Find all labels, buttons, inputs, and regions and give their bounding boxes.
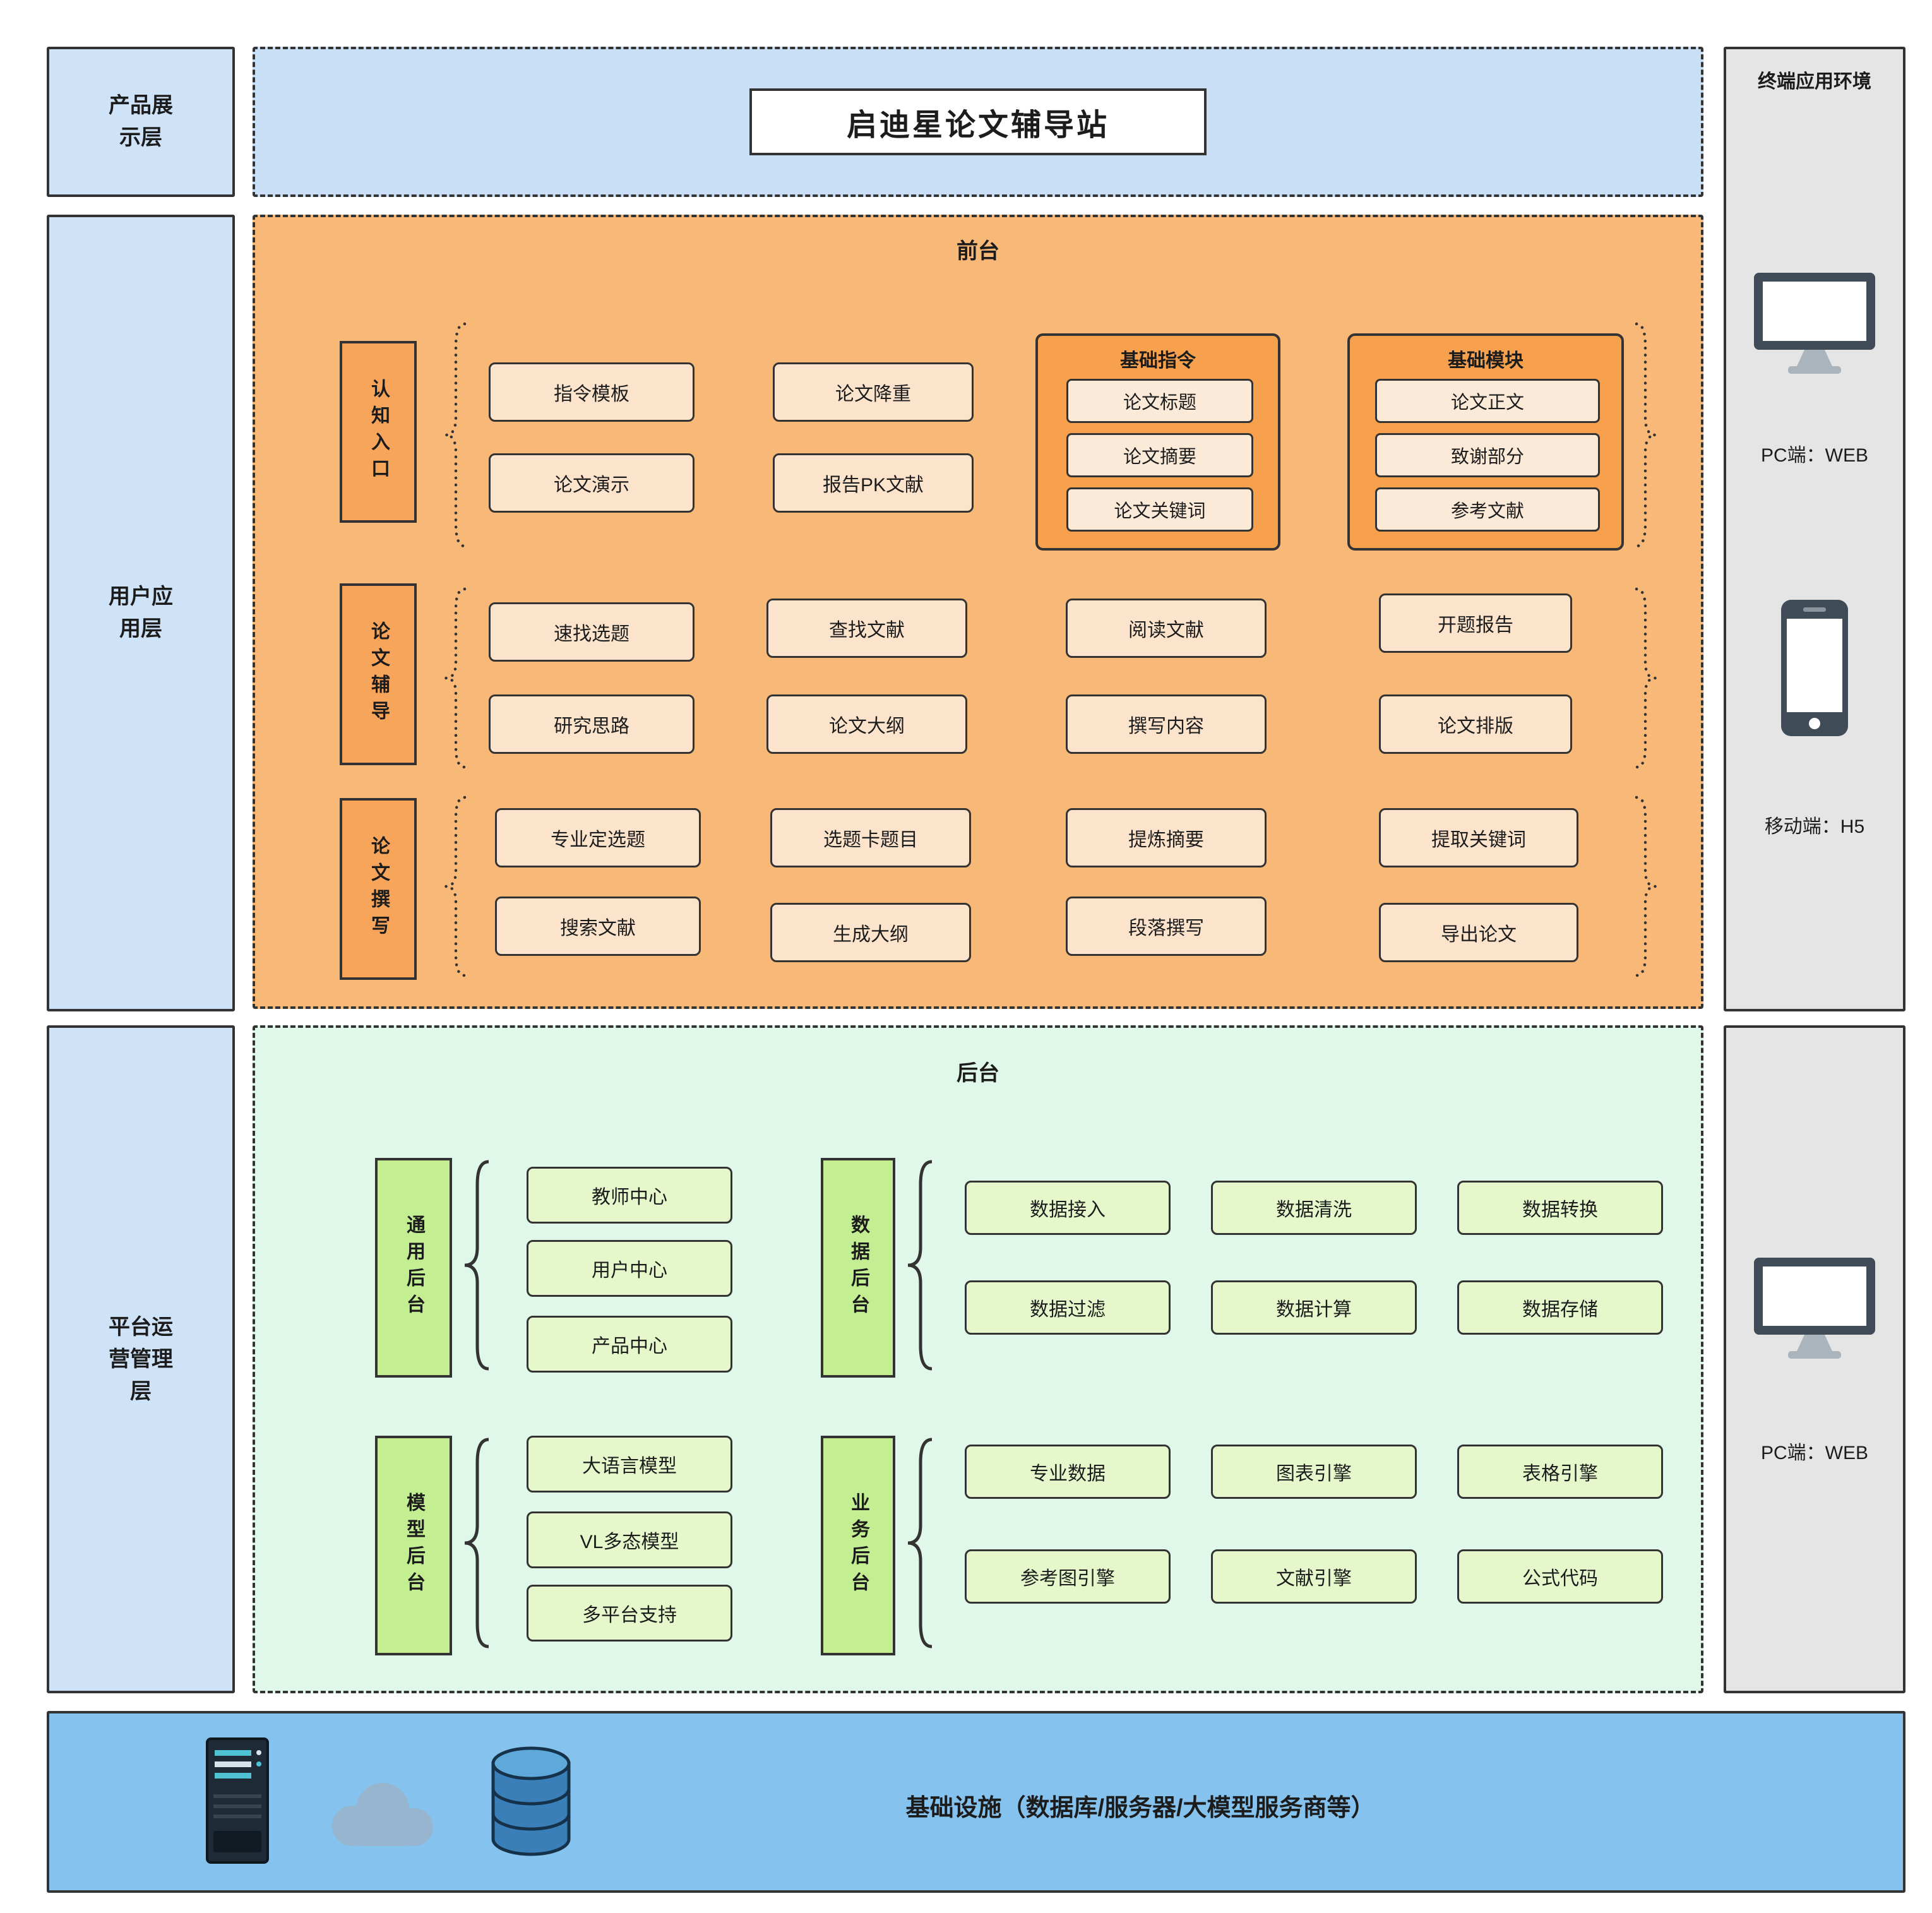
terminal-environment-panel: 终端应用环境 PC端：WEB 移动端：H5 [1724, 47, 1905, 1011]
front-group-item: 参考文献 [1375, 487, 1600, 532]
terminal-title: 终端应用环境 [1758, 71, 1871, 92]
back-item: 数据计算 [1211, 1280, 1417, 1335]
backend-section: 后台 通用后台 教师中心 用户中心 产品中心 数据后台 数据接入 数据清洗 数据… [253, 1025, 1703, 1693]
back-item: 专业数据 [965, 1445, 1171, 1499]
front-group-item: 论文正文 [1375, 379, 1600, 423]
dotted-brace-right-icon [1635, 322, 1656, 548]
smartphone-icon [1781, 600, 1848, 736]
back-group-label-general: 通用后台 [375, 1158, 452, 1378]
dotted-brace-right-icon [1635, 587, 1656, 769]
back-item: 数据清洗 [1211, 1181, 1417, 1235]
back-item: 大语言模型 [527, 1436, 732, 1493]
dotted-brace-left-icon [445, 796, 467, 977]
front-item: 导出论文 [1379, 903, 1578, 962]
front-item: 开题报告 [1379, 593, 1572, 653]
brace-left-icon [464, 1438, 489, 1648]
server-icon [206, 1737, 269, 1864]
front-item: 速找选题 [489, 602, 695, 662]
front-item: 专业定选题 [495, 808, 701, 867]
front-item: 阅读文献 [1066, 599, 1267, 658]
back-item: 参考图引擎 [965, 1549, 1171, 1604]
layer-label: 平台运营管理层 [109, 1314, 173, 1403]
back-group-label-model: 模型后台 [375, 1436, 452, 1655]
front-group-item: 致谢部分 [1375, 433, 1600, 477]
back-item: 数据存储 [1457, 1280, 1663, 1335]
dotted-brace-right-icon [1635, 796, 1656, 977]
front-row-label-paper-tutoring: 论文辅导 [340, 583, 417, 765]
back-item: 多平台支持 [527, 1585, 732, 1642]
front-row-label-paper-writing: 论文撰写 [340, 798, 417, 980]
front-group-item: 论文关键词 [1066, 487, 1253, 532]
front-group-basic-commands: 基础指令 论文标题 论文摘要 论文关键词 [1035, 333, 1280, 551]
back-item: 用户中心 [527, 1240, 732, 1297]
mobile-h5-label: 移动端：H5 [1764, 816, 1865, 837]
front-item: 研究思路 [489, 694, 695, 754]
infrastructure-label: 基础设施（数据库/服务器/大模型服务商等） [905, 1795, 1375, 1821]
back-item: 图表引擎 [1211, 1445, 1417, 1499]
front-item: 生成大纲 [770, 903, 971, 962]
front-item: 撰写内容 [1066, 694, 1267, 754]
back-item: 表格引擎 [1457, 1445, 1663, 1499]
layer-platform-operation: 平台运营管理层 [47, 1025, 235, 1693]
dotted-brace-left-icon [445, 322, 467, 548]
back-item: 数据转换 [1457, 1181, 1663, 1235]
pc-web-label-2: PC端：WEB [1760, 1443, 1868, 1463]
cloud-icon [332, 1783, 433, 1846]
database-icon [491, 1746, 571, 1856]
layer-label: 用户应用层 [109, 585, 173, 641]
dotted-brace-left-icon [445, 587, 467, 769]
layer-product-display: 产品展示层 [47, 47, 235, 197]
back-item: VL多态模型 [527, 1511, 732, 1568]
front-group-item: 论文摘要 [1066, 433, 1253, 477]
back-item: 文献引擎 [1211, 1549, 1417, 1604]
back-item: 公式代码 [1457, 1549, 1663, 1604]
backend-title: 后台 [957, 1061, 999, 1085]
front-group-item: 论文标题 [1066, 379, 1253, 423]
terminal-environment-panel-2: PC端：WEB [1724, 1025, 1905, 1693]
front-row-label-cognition-entry: 认知入口 [340, 341, 417, 523]
front-item: 论文排版 [1379, 694, 1572, 754]
back-group-label-business: 业务后台 [821, 1436, 895, 1655]
front-item: 报告PK文献 [773, 453, 974, 513]
front-item: 提取关键词 [1379, 808, 1578, 867]
layer-user-application: 用户应用层 [47, 215, 235, 1011]
brace-left-icon [907, 1438, 933, 1648]
frontend-title: 前台 [957, 239, 999, 263]
infrastructure-bar: 基础设施（数据库/服务器/大模型服务商等） [47, 1711, 1905, 1893]
back-group-label-data: 数据后台 [821, 1158, 895, 1378]
header-band: 启迪星论文辅导站 [253, 47, 1703, 197]
front-item: 段落撰写 [1066, 897, 1267, 956]
brace-left-icon [464, 1160, 489, 1371]
back-item: 数据过滤 [965, 1280, 1171, 1335]
front-item: 选题卡题目 [770, 808, 971, 867]
monitor-icon [1754, 1258, 1875, 1359]
brace-left-icon [907, 1160, 933, 1371]
front-item: 提炼摘要 [1066, 808, 1267, 867]
front-item: 搜索文献 [495, 897, 701, 956]
back-item: 数据接入 [965, 1181, 1171, 1235]
front-item: 论文演示 [489, 453, 695, 513]
back-item: 产品中心 [527, 1316, 732, 1373]
frontend-section: 前台 认知入口 指令模板 论文演示 论文降重 报告PK文献 基础指令 论文标题 … [253, 215, 1703, 1009]
monitor-icon [1754, 273, 1875, 374]
front-item: 论文降重 [773, 362, 974, 422]
pc-web-label: PC端：WEB [1760, 445, 1868, 466]
front-item: 查找文献 [766, 599, 967, 658]
front-group-basic-modules: 基础模块 论文正文 致谢部分 参考文献 [1347, 333, 1624, 551]
layer-label: 产品展示层 [109, 93, 173, 150]
back-item: 教师中心 [527, 1167, 732, 1224]
product-title: 启迪星论文辅导站 [749, 88, 1207, 155]
front-item: 指令模板 [489, 362, 695, 422]
front-item: 论文大纲 [766, 694, 967, 754]
